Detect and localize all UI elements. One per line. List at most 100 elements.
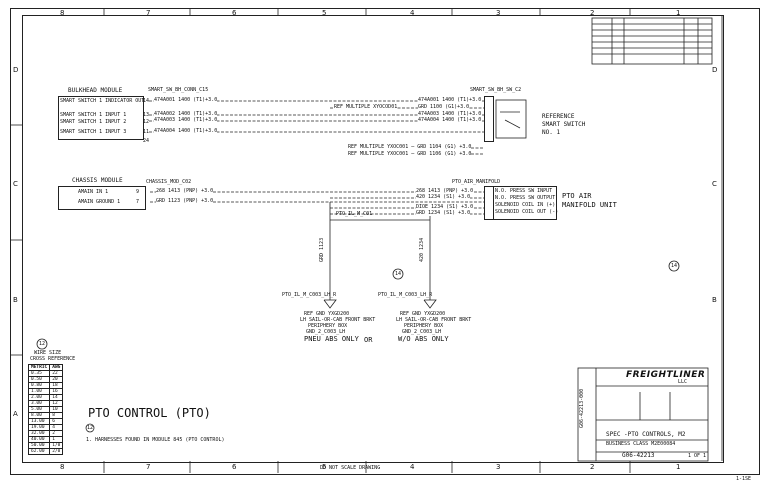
zone-side-a: A (13, 410, 18, 418)
or-text: OR (364, 336, 373, 344)
callout-number: 14 (671, 263, 678, 269)
bulkhead-title: BULKHEAD MODULE (68, 87, 123, 94)
callout-number: 14 (395, 271, 402, 277)
wire-size-header: METRIC (27, 364, 51, 371)
pto-air-title: MANIFOLD UNIT (562, 201, 617, 209)
wire-size-cell: 2/0 (49, 448, 64, 455)
switch-wire-label: 474A003 1400 (T1)+3.0 (418, 111, 482, 117)
switch-extra-wire: REF MULTIPLE YXOC001 ─ GRD 1106 (G1) +3.… (348, 151, 472, 157)
chassis-wire-label: GRD 1123 (PNP) +3.0 (156, 198, 214, 204)
chassis-pin-label: AMAIN IN 1 (78, 189, 109, 195)
bulkhead-pin-num: 14 (143, 98, 150, 104)
zone-side-b-right: B (712, 296, 717, 304)
chassis-pin-num: 9 (136, 189, 140, 195)
ground-note: PNEU ABS ONLY (304, 335, 359, 343)
zone-top-5: 5 (322, 9, 327, 17)
ground-ref-line: REF GND YXGD200 (400, 311, 446, 317)
bulkhead-pin-num: 12 (143, 119, 150, 125)
chassis-pin-label: AMAIN GROUND 1 (78, 199, 121, 205)
logo-sub: LLC (678, 379, 688, 385)
freightliner-logo: FREIGHTLINER (626, 370, 706, 380)
callout-number: 12 (39, 341, 46, 347)
smart-switch-title: REFERENCE (542, 113, 575, 120)
wire-size-title: WIRE SIZE (34, 350, 62, 356)
bulkhead-wire-label: 474A004 1400 (T1)+3.0 (154, 128, 218, 134)
bulkhead-ref-label: REF MULTIPLE XYOCOD01 (334, 104, 398, 110)
zone-side-b: B (13, 296, 18, 304)
drawing-subtitle: BUSINESS CLASS M2E00084 (606, 441, 676, 447)
bulkhead-wire-label: 474A003 1400 (T1)+3.0 (154, 117, 218, 123)
bulkhead-pin-num: 13 (143, 112, 150, 118)
drawing-number: G06-42213 (622, 452, 655, 459)
zone-top-1: 1 (676, 9, 681, 17)
ground-connector: PTO_IL_M_C003_LH_R (282, 292, 337, 298)
pto-air-wire-label: GRD 1234 (S1) +3.0 (416, 210, 471, 216)
pto-air-title: PTO AIR (562, 192, 592, 200)
zone-bottom-2: 2 (590, 463, 595, 471)
zone-bottom-4: 4 (410, 463, 415, 471)
switch-wire-label: 474A001 1400 (T1)+3.0 (418, 97, 482, 103)
bulkhead-pin-label: SMART SWITCH 1 INPUT 2 (60, 119, 127, 125)
zone-top-3: 3 (496, 9, 501, 17)
callout-number: 12 (87, 425, 94, 431)
bulkhead-connector: SMART_SW_BH_CONN_C15 (148, 87, 209, 93)
page-title: PTO CONTROL (PTO) (88, 406, 211, 420)
switch-wire-label: 474A004 1400 (T1)+3.0 (418, 117, 482, 123)
zone-top-8: 8 (60, 9, 65, 17)
drawing-title: SPEC -PTO CONTROLS, M2 (606, 431, 686, 438)
ground-ref-line: GND_2_C003_LH (402, 329, 442, 335)
bulkhead-pin-label: SMART SWITCH 1 INPUT 3 (60, 129, 127, 135)
chassis-pin-num: 7 (136, 199, 140, 205)
ground-connector: PTO_IL_M_C003_LH_R (378, 292, 433, 298)
bottom-note: DO NOT SCALE DRAWING (320, 465, 381, 471)
smart-switch-title: NO. 1 (542, 129, 561, 136)
zone-bottom-7: 7 (146, 463, 151, 471)
ground-ref-line: LH SAIL-OR-CAB FRONT BRKT (396, 317, 472, 323)
footer-right: 1-1SE (736, 476, 752, 482)
sheet-number: 1 OF 1 (688, 453, 707, 459)
smart-switch-title: SMART SWITCH (542, 121, 586, 128)
pto-air-wire-label: DIOE 1234 (S1) +3.0 (416, 204, 474, 210)
zone-side-d-right: D (712, 66, 718, 74)
zone-top-6: 6 (232, 9, 237, 17)
pto-air-pin-label: N.O. PRESS SW OUTPUT (495, 195, 556, 201)
vertical-wire-label: 420 1234 (419, 237, 425, 262)
ground-ref-line: PERIPHERY BOX (308, 323, 348, 329)
bulkhead-wire-label: 474A001 1400 (T1)+3.0 (154, 97, 218, 103)
bulkhead-pin-label: SMART SWITCH 1 INDICATOR OUT (60, 98, 145, 104)
chassis-wire-label: 268 1413 (PNP) +3.0 (156, 188, 214, 194)
chassis-connector: CHASSIS_MOD_C02 (146, 179, 192, 185)
zone-side-c-right: C (712, 180, 717, 188)
bulkhead-pin-num: 11 (143, 129, 150, 135)
bulkhead-wire-label: 474A002 1400 (T1)+3.0 (154, 111, 218, 117)
smart-switch-pin-box (484, 96, 494, 142)
zone-bottom-3: 3 (496, 463, 501, 471)
pto-air-connector: PTO_AIR_MANIFOLD (452, 179, 501, 185)
zone-side-d: D (13, 66, 19, 74)
bulkhead-ground-pin: 24 (143, 138, 150, 144)
pto-air-pin-label: N.O. PRESS SW INPUT (495, 188, 553, 194)
wire-size-cell: 62.00 (27, 448, 51, 455)
drawing-note: 1. HARNESSES FOUND IN MODULE 845 (PTO CO… (86, 437, 225, 443)
zone-side-c: C (13, 180, 18, 188)
zone-bottom-1: 1 (676, 463, 681, 471)
side-drawing-number: G06-42213-000 (579, 388, 585, 428)
zone-top-2: 2 (590, 9, 595, 17)
ground-ref-line: LH SAIL-OR-CAB FRONT BRKT (300, 317, 376, 323)
ground-ref-line: GND_2_C003_LH (306, 329, 346, 335)
inner-frame (22, 15, 724, 463)
pto-air-label-box (493, 186, 557, 220)
ground-ref-line: PERIPHERY BOX (404, 323, 444, 329)
bulkhead-pin-label: SMART SWITCH 1 INPUT 1 (60, 112, 127, 118)
switch-wire-label: GRD 1100 (G1)+3.0 (418, 104, 470, 110)
pto-air-wire-label: 268 1413 (PNP) +3.0 (416, 188, 474, 194)
ground-note: W/O ABS ONLY (398, 335, 449, 343)
zone-top-7: 7 (146, 9, 151, 17)
drawing-frame (10, 8, 760, 475)
switch-extra-wire: REF MULTIPLE YXOC001 ─ GRD 1104 (G1) +3.… (348, 144, 472, 150)
bus-label: PTO_IL_M_C01 (336, 211, 373, 217)
chassis-title: CHASSIS MODULE (72, 177, 123, 184)
zone-bottom-5: 5 (322, 463, 327, 471)
zone-top-4: 4 (410, 9, 415, 17)
